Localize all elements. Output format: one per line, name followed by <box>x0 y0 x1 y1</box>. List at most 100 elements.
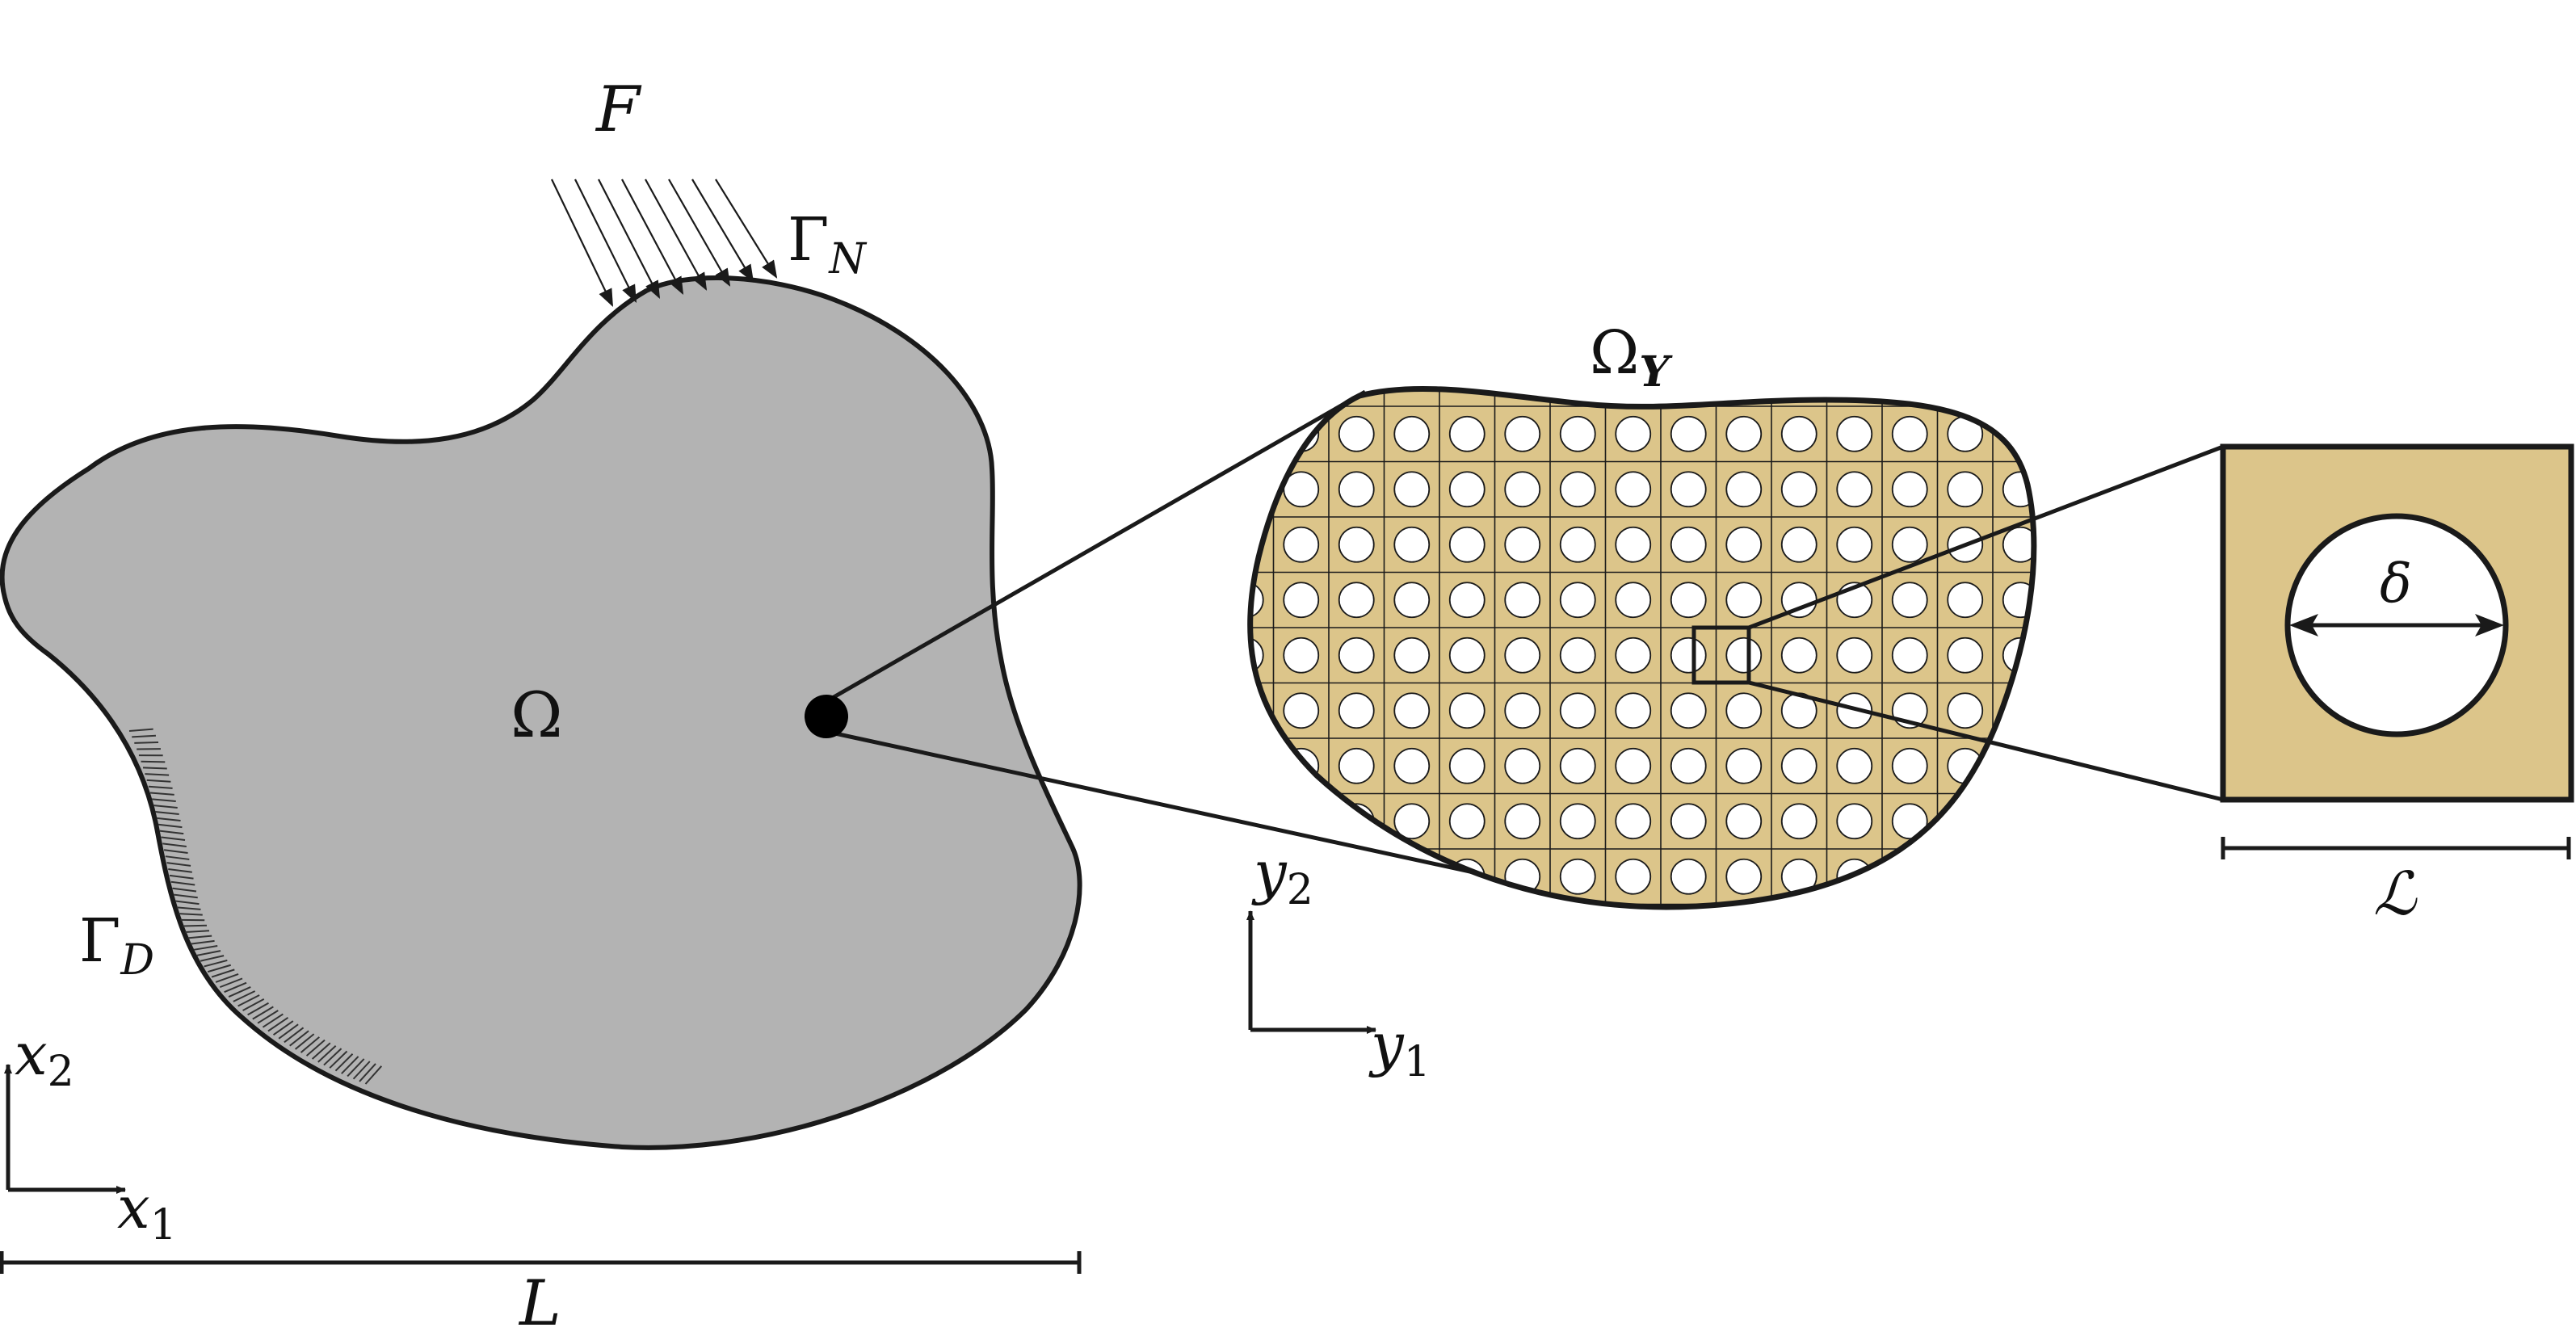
hatch-stroke <box>228 986 251 998</box>
micro-hole <box>2002 803 2034 840</box>
micro-hole <box>1836 636 1873 674</box>
hatch-stroke <box>272 1020 294 1036</box>
hatch-stroke <box>149 792 174 796</box>
micro-domain <box>1229 385 2093 949</box>
micro-hole <box>1250 636 1264 674</box>
micro-hole <box>1559 747 1596 784</box>
dirichlet-label: ΓD <box>79 906 154 985</box>
micro-hole <box>1559 471 1596 508</box>
micro-hole <box>1339 914 1374 949</box>
hatch-stroke <box>161 836 186 842</box>
micro-hole <box>1670 636 1707 674</box>
hatch-stroke <box>233 990 256 1002</box>
micro-hole <box>1947 692 1984 729</box>
hatch-stroke <box>267 1016 289 1032</box>
force-arrow <box>574 179 637 303</box>
micro-hole <box>1947 636 1984 674</box>
micro-hole <box>1670 415 1707 452</box>
diameter-arrow-left-head <box>2289 614 2318 636</box>
micro-hole <box>1448 471 1486 508</box>
micro-hole <box>1615 526 1652 563</box>
neumann-label: ΓN <box>788 205 867 284</box>
micro-hole <box>1947 803 1984 840</box>
hatch-stroke <box>305 1039 326 1057</box>
micro-hole <box>1504 415 1541 452</box>
micro-hole <box>1229 914 1263 949</box>
micro-hole <box>1250 471 1264 508</box>
unit-cell-square <box>2220 443 2574 803</box>
micro-hole <box>1559 582 1596 619</box>
micro-hole <box>1504 692 1541 729</box>
micro-hole <box>1615 692 1652 729</box>
hatch-stroke <box>364 1065 383 1085</box>
material-point <box>805 695 848 738</box>
hatch-stroke <box>187 935 212 939</box>
micro-hole <box>1615 415 1652 452</box>
micro-hole <box>1836 526 1873 563</box>
force-arrows-icon <box>551 179 778 307</box>
hatch-stroke <box>317 1044 337 1063</box>
hatch-stroke <box>148 785 173 789</box>
micro-hole <box>1448 526 1486 563</box>
micro-axis-y-label: y2 <box>1251 838 1313 914</box>
micro-hole <box>1726 914 1761 949</box>
micro-hole <box>1670 692 1707 729</box>
cell-zoom-line-upper <box>1748 444 2224 630</box>
hatch-stroke <box>176 906 201 910</box>
micro-hole <box>1947 471 1984 508</box>
hatch-stroke <box>152 798 176 802</box>
micro-hole <box>1947 582 1984 619</box>
force-arrow <box>668 179 731 287</box>
macro-domain-shape <box>0 275 1082 1150</box>
micro-hole <box>1670 803 1707 840</box>
micro-hole <box>1393 747 1431 784</box>
micro-hole <box>1559 692 1596 729</box>
micro-hole <box>1284 914 1318 949</box>
hatch-stroke <box>294 1033 315 1050</box>
hatch-stroke <box>154 811 179 816</box>
micro-hole <box>1283 636 1320 674</box>
micro-hole <box>1559 415 1596 452</box>
micro-hole <box>1283 526 1320 563</box>
hatch-stroke <box>284 1027 305 1044</box>
hatch-stroke <box>128 728 153 732</box>
micro-hole <box>1836 415 1873 452</box>
micro-hole <box>1283 692 1320 729</box>
hatch-stroke <box>141 760 166 763</box>
micro-hole <box>1725 415 1763 452</box>
micro-hole <box>1559 858 1596 895</box>
cell-size-label: ℒ <box>2373 859 2418 929</box>
micro-hole <box>1283 582 1320 619</box>
micro-hole <box>1615 747 1652 784</box>
micro-hole <box>1670 747 1707 784</box>
cell-zoom-line-lower <box>1748 680 2224 802</box>
selected-cell <box>1691 625 1751 685</box>
micro-hole <box>1338 858 1375 895</box>
micro-hole <box>1891 747 1928 784</box>
hatch-stroke <box>132 734 156 738</box>
hatch-stroke <box>257 1010 279 1024</box>
micro-hole <box>1504 526 1541 563</box>
micro-hole <box>1559 636 1596 674</box>
hatch-stroke <box>334 1053 354 1072</box>
micro-hole <box>1394 914 1429 949</box>
hatch-stroke <box>169 874 194 880</box>
hatch-stroke <box>190 939 215 945</box>
micro-hole <box>2058 582 2093 617</box>
micro-hole <box>1250 747 1264 784</box>
micro-hole <box>1780 803 1817 840</box>
micro-hole <box>2058 638 2093 673</box>
hatch-stroke <box>146 779 171 783</box>
force-arrow <box>645 179 708 291</box>
hatch-stroke <box>166 862 191 867</box>
micro-hole <box>1616 914 1650 949</box>
zoom-line-upper <box>822 389 1367 705</box>
micro-hole <box>2002 526 2034 563</box>
hatch-stroke <box>224 981 247 994</box>
micro-hole <box>1891 803 1928 840</box>
micro-hole <box>1782 914 1817 949</box>
micro-hole <box>1893 914 1927 949</box>
diameter-arrow-right-head <box>2475 614 2504 636</box>
hatch-stroke <box>200 955 225 962</box>
